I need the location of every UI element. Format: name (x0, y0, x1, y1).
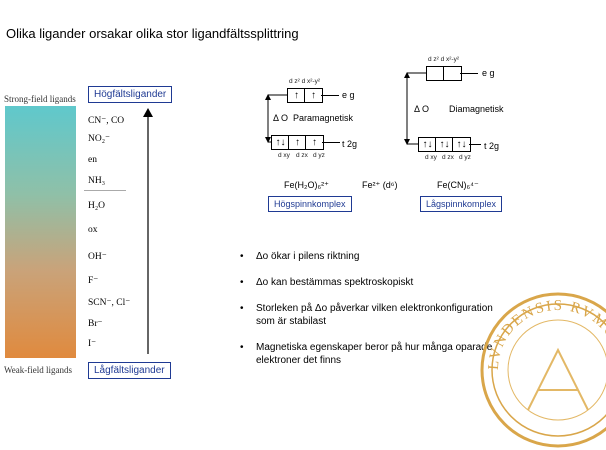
seal-text: LVNDENSIS RVMOVE (486, 298, 606, 370)
high-spin-complex-box: Högspinnkomplex (268, 196, 352, 212)
ligand-item: Br⁻ (88, 319, 103, 329)
eg-label: e g (342, 90, 355, 100)
t2g-label: t 2g (484, 141, 500, 151)
t2g-orbital-label: d yz (459, 154, 471, 161)
ligand-item: NO₂⁻ (88, 134, 111, 144)
field-strength-gradient-bar (5, 106, 76, 358)
ligand-item: en (88, 155, 97, 165)
eg-label: e g (482, 68, 495, 78)
t2g-level-line (469, 144, 481, 145)
university-seal-logo: LVNDENSIS RVMOVE (480, 292, 606, 448)
t2g-orbital-label: d xy (278, 152, 290, 159)
t2g-level-line (322, 142, 340, 143)
eg-level-line (460, 73, 478, 74)
bullet-item: Storleken på Δo påverkar vilken elektron… (240, 302, 500, 328)
t2g-orbital-box: ↑↓ (452, 137, 471, 152)
bullet-item: Δo ökar i pilens riktning (240, 250, 500, 263)
low-spin-complex-box: Lågspinnkomplex (420, 196, 503, 212)
ligand-item: H₂O (88, 201, 106, 211)
bullet-item: Δo kan bestämmas spektroskopiskt (240, 276, 500, 289)
bullet-item: Magnetiska egenskaper beror på hur många… (240, 341, 500, 367)
t2g-label: t 2g (342, 139, 358, 149)
ligand-item: OH⁻ (88, 252, 107, 262)
t2g-orbital-label: d zx (442, 154, 454, 161)
ligand-item: CN⁻, CO (88, 116, 125, 126)
high-field-ligands-box: Högfältsligander (88, 86, 173, 103)
low-field-ligands-box: Lågfältsligander (88, 362, 171, 379)
low-spin-formula: Fe(CN)₆⁴⁻ (437, 180, 479, 190)
paramagnetic-label: Paramagnetisk (293, 113, 354, 123)
high-spin-formula: Fe(H₂O)₆²⁺ (284, 180, 329, 190)
t2g-orbital-label: d yz (313, 152, 325, 159)
ligand-item: NH₃ (88, 176, 106, 186)
bullet-list: Δo ökar i pilens riktning Δo kan bestämm… (240, 250, 500, 380)
svg-text:LVNDENSIS RVMOVE: LVNDENSIS RVMOVE (486, 298, 606, 370)
t2g-orbital-label: d zx (296, 152, 308, 159)
eg-orbital-labels: d z² d x²-y² (289, 78, 321, 85)
slide-title: Olika ligander orsakar olika stor ligand… (6, 26, 299, 41)
fe-ion-label: Fe²⁺ (d⁶) (362, 180, 398, 190)
diamagnetic-label: Diamagnetisk (449, 104, 504, 114)
increasing-field-arrow (143, 108, 153, 354)
strong-field-label: Strong-field ligands (4, 94, 76, 104)
weak-field-label: Weak-field ligands (4, 365, 73, 375)
ligand-item: F⁻ (88, 276, 99, 286)
t2g-orbital-label: d xy (425, 154, 437, 161)
ligand-item: ox (88, 225, 98, 235)
ligand-item: I⁻ (88, 339, 97, 349)
eg-orbital-labels: d z² d x²-y² (428, 56, 460, 63)
delta-o-label: Δ O (414, 104, 430, 114)
ligand-item: SCN⁻, Cl⁻ (88, 298, 131, 308)
eg-level-line (321, 95, 339, 96)
ligand-divider (84, 190, 126, 191)
delta-o-label: Δ O (273, 113, 289, 123)
